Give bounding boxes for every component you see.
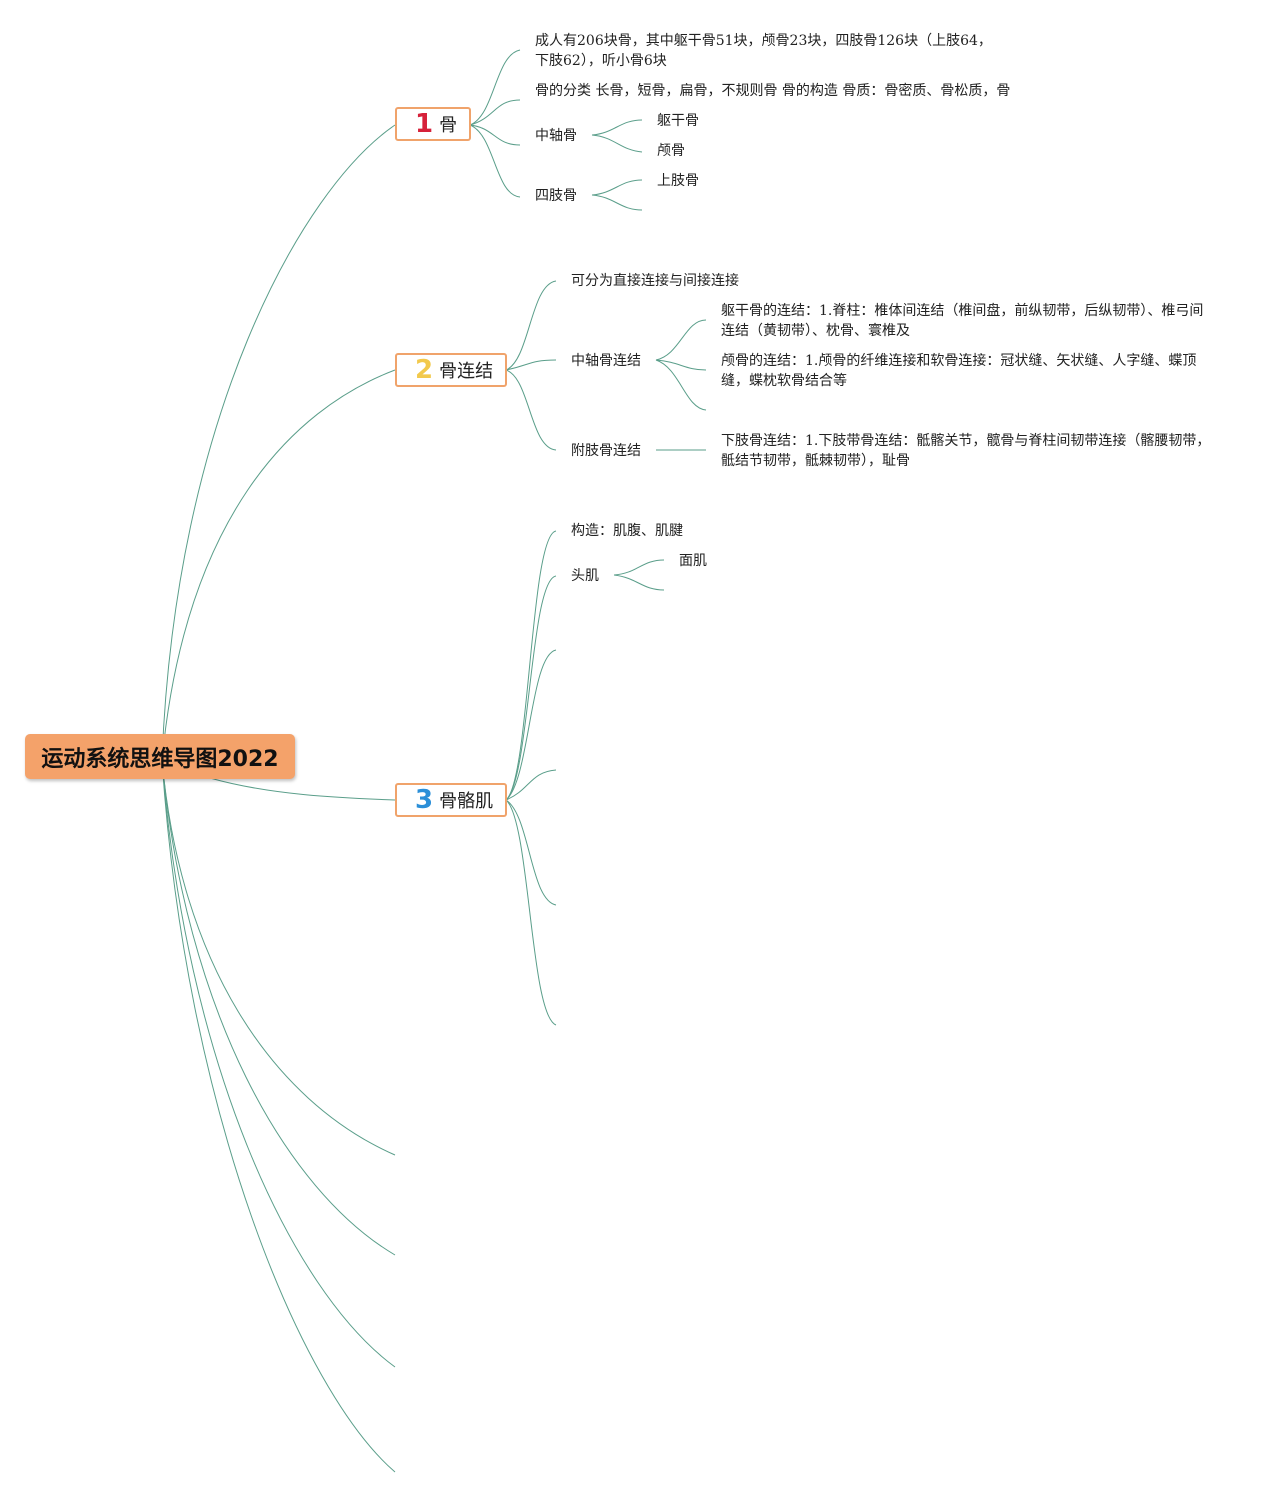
topic-head-muscle[interactable]: 头肌 (571, 568, 599, 584)
topic-upper-limb-bone[interactable]: 上肢骨 (657, 173, 699, 189)
topic-trunk-joint[interactable]: 躯干骨的连结：1.脊柱：椎体间连结（椎间盘，前纵韧带，后纵韧带）、椎弓间连结（黄… (721, 303, 1204, 339)
link-limb-upper (591, 179, 643, 196)
link-limb-lower (591, 194, 643, 211)
branch-muscle[interactable]: 3 骨骼肌 (395, 783, 508, 817)
link-bone-axial (469, 124, 521, 146)
link-bone-limb (469, 124, 521, 198)
link-root-bone (161, 124, 396, 761)
topic-lower-limb-joint[interactable]: 下肢骨连结：1.下肢带骨连结：骶髂关节，髋骨与脊柱间韧带连接（髂腰韧带，骶结节韧… (721, 433, 1211, 469)
root-topic[interactable]: 运动系统思维导图2022 (25, 734, 295, 779)
link-root-extra-3 (161, 759, 396, 1368)
link-root-joint (161, 369, 396, 761)
link-root-extra-1 (161, 759, 396, 1156)
topic-skull-joint[interactable]: 颅骨的连结：1.颅骨的纤维连接和软骨连接：冠状缝、矢状缝、人字缝、蝶顶缝，蝶枕软… (721, 353, 1197, 389)
number-one-icon: 1 (415, 109, 434, 139)
link-joint-axial (505, 359, 557, 371)
topic-muscle-structure[interactable]: 构造：肌腹、肌腱 (571, 523, 683, 539)
branch-bone[interactable]: 1 骨 (395, 107, 472, 141)
link-jaxial-skull (655, 359, 707, 371)
topic-axial-joint[interactable]: 中轴骨连结 (571, 353, 641, 369)
number-three-icon: 3 (415, 785, 434, 815)
branch-joint[interactable]: 2 骨连结 (395, 353, 508, 387)
topic-axial-bone[interactable]: 中轴骨 (535, 128, 577, 144)
link-muscle-extra-2 (505, 769, 557, 801)
link-bone-count (469, 49, 521, 126)
topic-bone-count[interactable]: 成人有206块骨，其中躯干骨51块，颅骨23块，四肢骨126块（上肢64，下肢6… (535, 33, 992, 69)
link-muscle-head (505, 575, 557, 801)
link-root-extra-4 (161, 759, 396, 1473)
branch-label: 骨连结 (439, 361, 494, 382)
topic-trunk-bone[interactable]: 躯干骨 (657, 113, 699, 129)
topic-facial-muscle[interactable]: 面肌 (679, 553, 707, 569)
link-bone-class (469, 99, 521, 126)
topic-limb-bone[interactable]: 四肢骨 (535, 188, 577, 204)
link-joint-appendicular (505, 369, 557, 451)
branch-label: 骨 (439, 115, 458, 136)
link-head-face (613, 559, 665, 576)
number-two-icon: 2 (415, 355, 434, 385)
topic-appendicular-joint[interactable]: 附肢骨连结 (571, 443, 641, 459)
link-head-extra (613, 574, 665, 591)
link-muscle-extra-3 (505, 799, 557, 906)
link-jaxial-trunk (655, 319, 707, 361)
link-axial-trunk (591, 119, 643, 136)
branch-label: 骨骼肌 (439, 791, 494, 812)
topic-skull-bone[interactable]: 颅骨 (657, 143, 685, 159)
link-root-muscle (209, 777, 396, 801)
link-root-extra-2 (161, 759, 396, 1256)
link-jaxial-extra (655, 359, 707, 411)
link-joint-intro (505, 280, 557, 371)
link-axial-skull (591, 134, 643, 153)
link-muscle-extra-4 (505, 799, 557, 1026)
topic-bone-classification[interactable]: 骨的分类 长骨，短骨，扁骨，不规则骨 骨的构造 骨质：骨密质、骨松质，骨 (535, 83, 1011, 99)
topic-joint-intro[interactable]: 可分为直接连接与间接连接 (571, 273, 739, 289)
link-muscle-extra-1 (505, 649, 557, 801)
link-muscle-structure (505, 530, 557, 801)
